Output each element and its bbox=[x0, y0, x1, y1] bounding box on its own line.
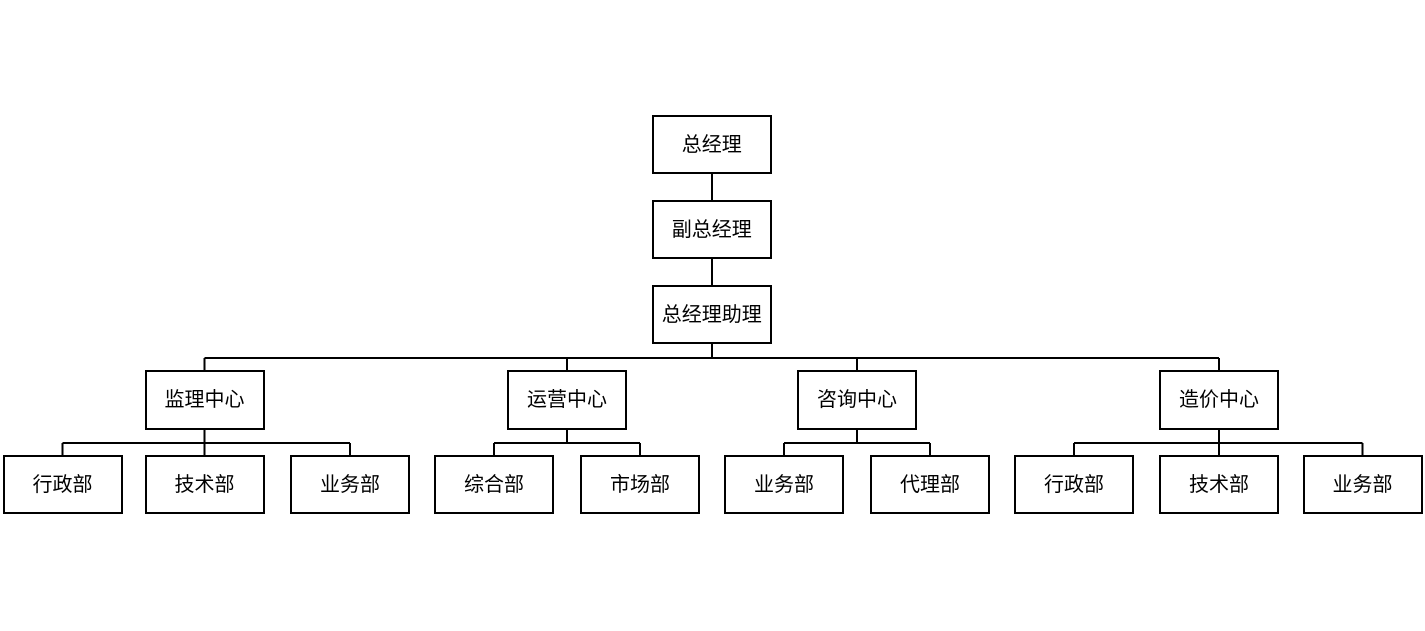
org-node-label: 造价中心 bbox=[1179, 389, 1259, 411]
org-node-dept-2-0[interactable]: 业务部 bbox=[724, 455, 844, 514]
org-node-chain-2[interactable]: 总经理助理 bbox=[651, 285, 772, 344]
org-node-chain-0[interactable]: 总经理 bbox=[651, 115, 772, 174]
org-node-label: 运营中心 bbox=[527, 389, 607, 411]
org-node-dept-1-0[interactable]: 综合部 bbox=[434, 455, 554, 514]
org-node-dept-3-2[interactable]: 业务部 bbox=[1302, 455, 1423, 514]
org-node-label: 代理部 bbox=[900, 473, 960, 496]
org-node-label: 业务部 bbox=[320, 473, 380, 496]
org-node-group-1[interactable]: 运营中心 bbox=[507, 370, 627, 430]
org-node-label: 副总经理 bbox=[671, 218, 752, 241]
org-node-dept-1-1[interactable]: 市场部 bbox=[580, 455, 700, 514]
org-node-dept-3-1[interactable]: 技术部 bbox=[1159, 455, 1279, 514]
org-node-label: 市场部 bbox=[610, 473, 670, 496]
org-node-label: 业务部 bbox=[754, 473, 814, 496]
org-node-label: 监理中心 bbox=[164, 389, 245, 411]
org-node-label: 咨询中心 bbox=[817, 389, 897, 411]
org-node-label: 技术部 bbox=[174, 473, 235, 496]
org-node-group-0[interactable]: 监理中心 bbox=[144, 370, 265, 430]
org-node-dept-0-0[interactable]: 行政部 bbox=[2, 455, 123, 514]
org-node-group-3[interactable]: 造价中心 bbox=[1159, 370, 1279, 430]
org-node-label: 业务部 bbox=[1332, 473, 1393, 496]
org-node-dept-0-2[interactable]: 业务部 bbox=[290, 455, 410, 514]
org-node-label: 技术部 bbox=[1189, 473, 1249, 496]
org-node-chain-1[interactable]: 副总经理 bbox=[651, 200, 772, 259]
org-node-dept-0-1[interactable]: 技术部 bbox=[144, 455, 265, 514]
org-node-label: 总经理助理 bbox=[661, 303, 762, 326]
org-node-label: 总经理 bbox=[681, 133, 742, 156]
org-node-label: 综合部 bbox=[464, 473, 524, 496]
org-node-dept-2-1[interactable]: 代理部 bbox=[870, 455, 990, 514]
org-node-label: 行政部 bbox=[32, 473, 93, 496]
org-node-label: 行政部 bbox=[1044, 473, 1104, 496]
org-node-group-2[interactable]: 咨询中心 bbox=[797, 370, 917, 430]
org-node-dept-3-0[interactable]: 行政部 bbox=[1014, 455, 1134, 514]
